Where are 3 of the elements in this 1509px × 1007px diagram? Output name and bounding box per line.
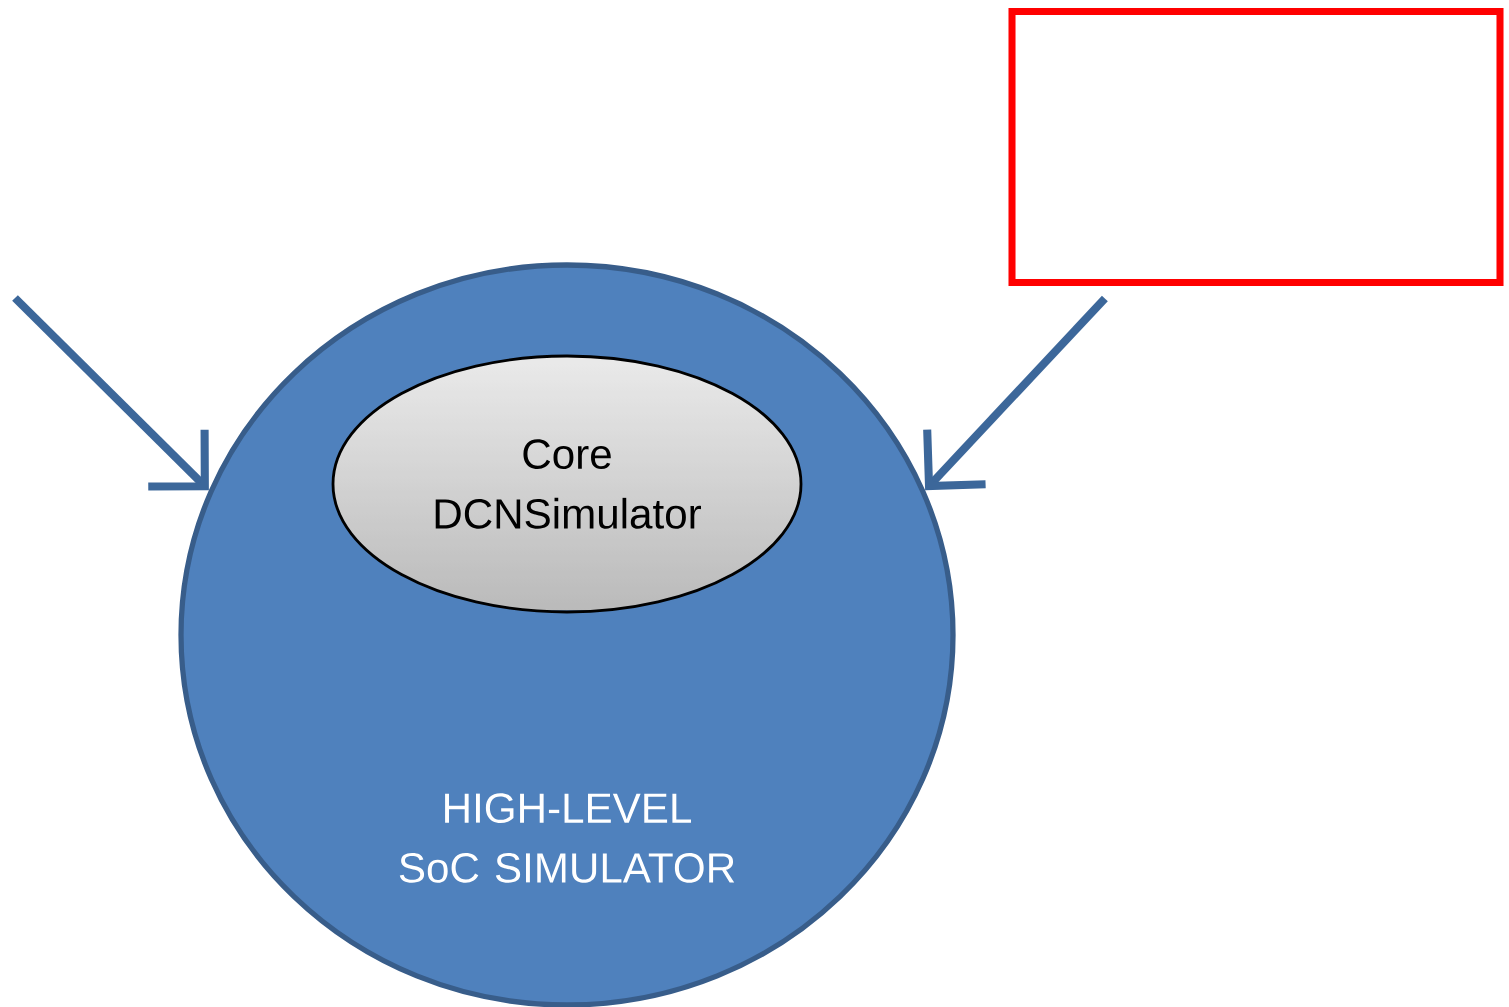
empty-box xyxy=(1008,7,1504,286)
arrow xyxy=(12,295,209,491)
arrow xyxy=(923,295,1108,491)
